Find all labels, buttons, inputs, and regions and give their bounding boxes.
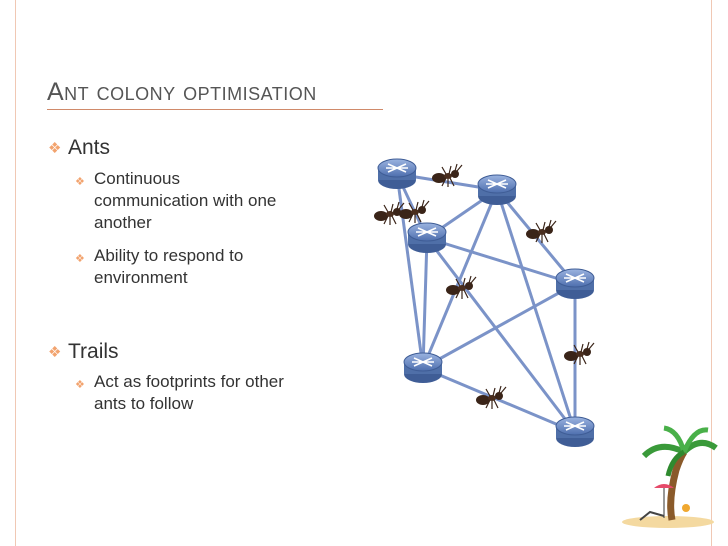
- bullet-trails: Trails: [68, 340, 119, 363]
- router-icon: [403, 352, 443, 384]
- title-underline: [47, 109, 383, 110]
- right-border-line: [711, 0, 712, 546]
- router-icon: [555, 416, 595, 448]
- slide-title: Ant colony optimisation: [47, 78, 317, 106]
- sub-bullet-icon: ❖: [75, 253, 85, 265]
- bullet-ants: Ants: [68, 136, 111, 159]
- router-icon: [555, 268, 595, 300]
- diamond-bullet-icon: ❖: [48, 344, 62, 361]
- sub-bullet-environment: Ability to respond to environment: [94, 246, 244, 287]
- diamond-bullet-icon: ❖: [48, 140, 62, 157]
- router-icon: [407, 222, 447, 254]
- sub-bullet-footprints: Act as footprints for other ants to foll…: [94, 372, 284, 413]
- ant-icon: [525, 219, 557, 244]
- left-border-line: [15, 0, 16, 546]
- sub-bullet-communication: Continuous communication with one anothe…: [94, 169, 277, 232]
- router-icon: [477, 174, 517, 206]
- sub-bullet-icon: ❖: [75, 176, 85, 188]
- ant-icon: [563, 341, 595, 366]
- router-icon: [377, 158, 417, 190]
- palm-tree-beach-icon: [622, 425, 718, 528]
- ant-icon: [475, 385, 507, 410]
- sub-bullet-icon: ❖: [75, 379, 85, 391]
